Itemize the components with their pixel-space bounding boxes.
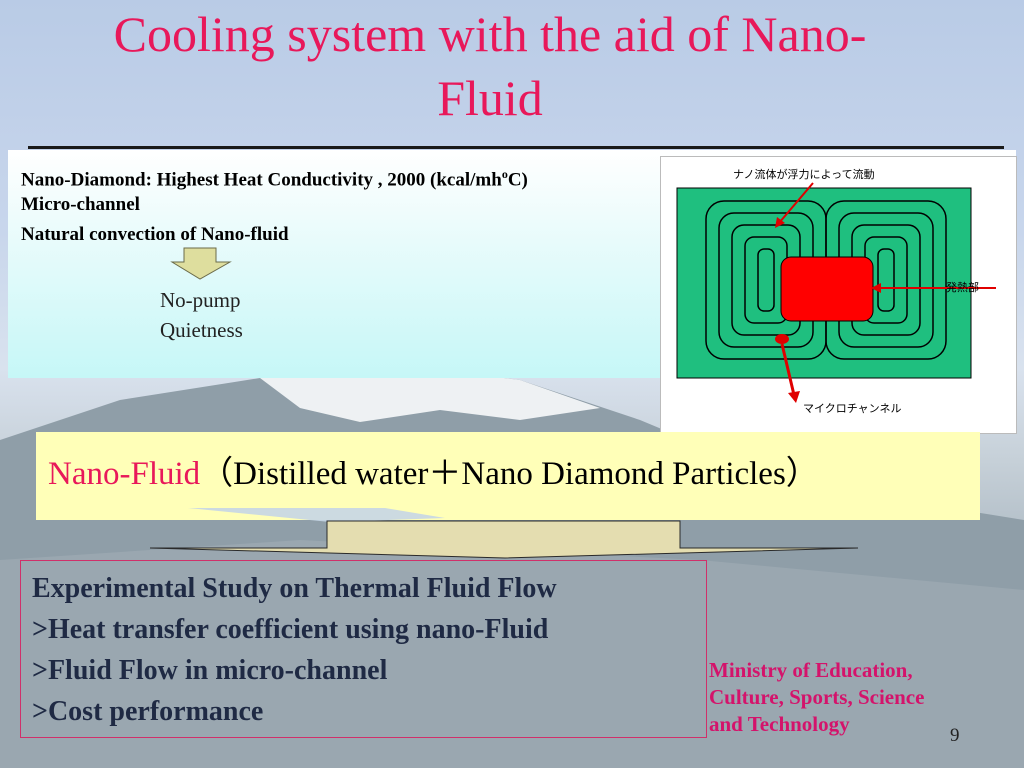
- study-line-cost: >Cost performance: [32, 696, 264, 727]
- page-number: 9: [950, 725, 960, 746]
- info-heat-conductivity: Nano-Diamond: Highest Heat Conductivity …: [21, 167, 528, 191]
- benefit-quietness: Quietness: [160, 318, 243, 342]
- study-line-fluid-flow: >Fluid Flow in micro-channel: [32, 655, 388, 686]
- study-line-heat-transfer: >Heat transfer coefficient using nano-Fl…: [32, 614, 549, 645]
- channel-loops: [705, 200, 947, 360]
- nanofluid-label: Nano-Fluid（Distilled water＋Nano Diamond …: [48, 446, 819, 494]
- nanofluid-banner: Nano-Fluid（Distilled water＋Nano Diamond …: [36, 432, 980, 520]
- info-line1-sup: o: [501, 167, 508, 181]
- ministry-line3: and Technology: [709, 712, 850, 736]
- diagram-label-bottom: マイクロチャンネル: [803, 402, 901, 415]
- down-arrow-large-icon: [149, 508, 859, 559]
- info-line1-tail: C): [507, 169, 528, 191]
- info-line1-text: Nano-Diamond: Highest Heat Conductivity …: [21, 169, 502, 191]
- ministry-line1: Ministry of Education,: [709, 658, 913, 682]
- diagram-label-heat: 発熱部: [946, 280, 979, 294]
- flow-arrow-line: [778, 182, 814, 224]
- micro-channel-diagram: ナノ流体が浮力によって流動 発熱部 マイクロチャンネル: [660, 156, 1017, 434]
- diagram-label-top: ナノ流体が浮力によって流動: [733, 167, 875, 181]
- down-arrow-icon: [170, 247, 232, 280]
- nanofluid-label-rest: （Distilled water＋Nano Diamond Particles）: [200, 456, 819, 492]
- info-micro-channel: Micro-channel: [21, 194, 140, 215]
- ministry-line2: Culture, Sports, Science: [709, 685, 925, 709]
- heat-source: [780, 256, 874, 322]
- title-divider: [28, 146, 1004, 149]
- heat-arrow-head: [871, 283, 881, 293]
- ministry-credit: Ministry of Education, Culture, Sports, …: [709, 657, 989, 738]
- slide-title: Cooling system with the aid of Nano- Flu…: [40, 2, 940, 130]
- info-natural-convection: Natural convection of Nano-fluid: [21, 224, 289, 245]
- study-panel: Experimental Study on Thermal Fluid Flow…: [20, 560, 707, 738]
- nanofluid-label-red: Nano-Fluid: [48, 456, 201, 492]
- slide-title-line2: Fluid: [437, 70, 543, 126]
- outlet-arrow-line: [780, 343, 796, 396]
- benefit-no-pump: No-pump: [160, 288, 241, 312]
- channel-outlet-dot: [775, 334, 789, 344]
- study-line-title: Experimental Study on Thermal Fluid Flow: [32, 573, 557, 604]
- slide-title-line1: Cooling system with the aid of Nano-: [113, 6, 867, 62]
- outlet-arrow-head: [788, 391, 800, 403]
- flow-arrow-head: [775, 217, 785, 228]
